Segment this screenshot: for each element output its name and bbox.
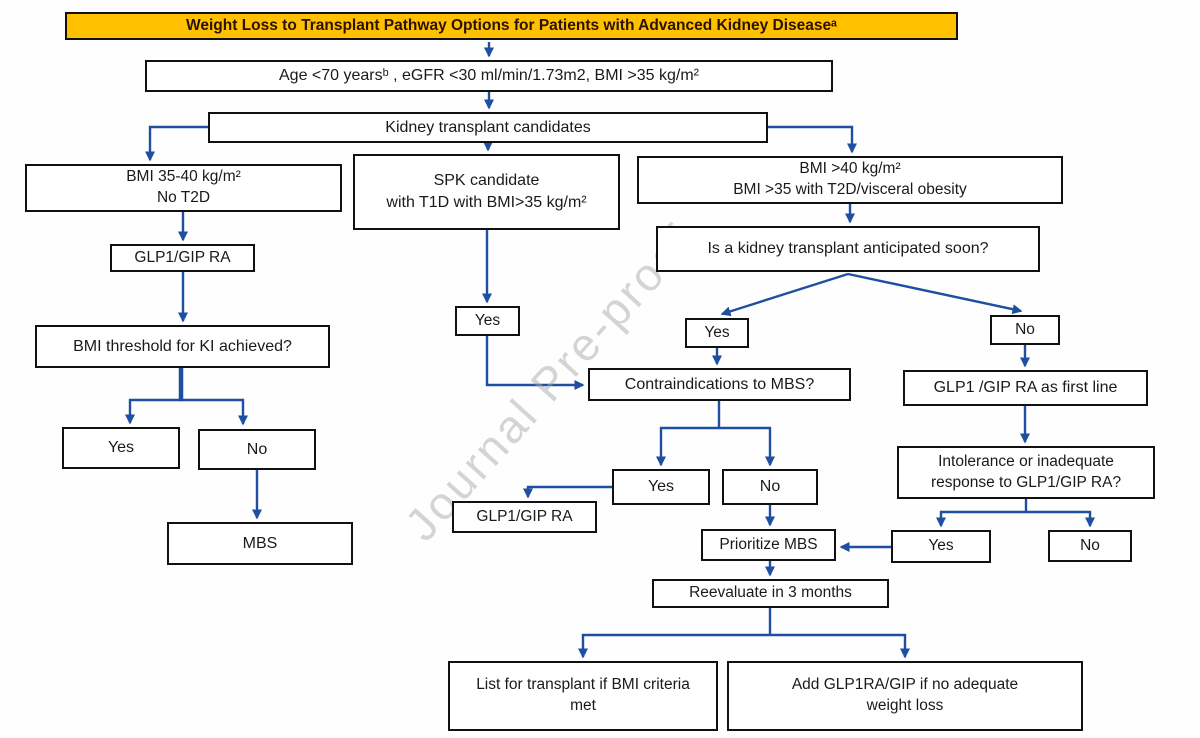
node-yes-bmi-threshold: Yes (62, 427, 180, 469)
node-label-line1: Intolerance or inadequate (938, 452, 1114, 470)
node-label: Age <70 yearsᵇ , eGFR <30 ml/min/1.73m2,… (279, 67, 699, 85)
node-label-line1: List for transplant if BMI criteria (476, 676, 690, 694)
node-label-line2: response to GLP1/GIP RA? (930, 473, 1122, 491)
node-label: Yes (928, 537, 954, 555)
node-label-line1: BMI 35-40 kg/m² (126, 168, 241, 186)
node-label: MBS (242, 534, 278, 552)
node-label: Kidney transplant candidates (385, 118, 591, 136)
node-bmi-35-40-no-t2d: BMI 35-40 kg/m² No T2D (25, 164, 342, 212)
node-label-line2: No T2D (156, 189, 211, 206)
node-no-bmi-threshold: No (198, 429, 316, 470)
node-no-contraindications: No (722, 469, 818, 505)
node-prioritize-mbs: Prioritize MBS (701, 529, 836, 561)
node-eligibility-criteria: Age <70 yearsᵇ , eGFR <30 ml/min/1.73m2,… (145, 60, 833, 92)
node-label-line2: met (570, 697, 596, 714)
node-reevaluate-3-months: Reevaluate in 3 months (652, 579, 889, 608)
node-spk-candidate: SPK candidate with T1D with BMI>35 kg/m² (353, 154, 620, 230)
node-label: No (1080, 536, 1100, 554)
node-label: Yes (704, 323, 730, 341)
node-yes-spk: Yes (455, 306, 520, 336)
node-no-transplant-soon: No (990, 315, 1060, 345)
node-label: No (759, 478, 781, 496)
node-label: Reevaluate in 3 months (689, 584, 852, 602)
node-contraindications-question: Contraindications to MBS? (588, 368, 851, 401)
node-bmi-over-40: BMI >40 kg/m² BMI >35 with T2D/visceral … (637, 156, 1063, 204)
node-label-line2: with T1D with BMI>35 kg/m² (386, 194, 587, 211)
node-label-line1: BMI >40 kg/m² (799, 160, 901, 178)
node-list-for-transplant: List for transplant if BMI criteria met (448, 661, 718, 731)
node-yes-intolerance: Yes (891, 530, 991, 563)
node-transplant-anticipated-question: Is a kidney transplant anticipated soon? (656, 226, 1040, 272)
node-label: No (1015, 320, 1035, 338)
node-no-intolerance: No (1048, 530, 1132, 562)
node-label: Contraindications to MBS? (624, 375, 815, 393)
node-label-line2: weight loss (866, 697, 944, 714)
node-label: No (246, 440, 268, 458)
node-glp1-first-line: GLP1 /GIP RA as first line (903, 370, 1148, 406)
node-label: GLP1/GIP RA (476, 507, 573, 525)
node-yes-transplant-soon: Yes (685, 318, 749, 348)
node-yes-contraindications: Yes (612, 469, 710, 505)
node-bmi-threshold-question: BMI threshold for KI achieved? (35, 325, 330, 368)
node-kidney-transplant-candidates: Kidney transplant candidates (208, 112, 768, 143)
node-label: Yes (474, 311, 501, 329)
flowchart-title-text: Weight Loss to Transplant Pathway Option… (186, 16, 837, 34)
node-label: Prioritize MBS (719, 535, 818, 553)
node-mbs: MBS (167, 522, 353, 565)
node-add-glp1ra-gip: Add GLP1RA/GIP if no adequate weight los… (727, 661, 1083, 731)
node-intolerance-question: Intolerance or inadequate response to GL… (897, 446, 1155, 499)
node-label: GLP1/GIP RA (134, 248, 231, 266)
node-glp1-gip-ra-left: GLP1/GIP RA (110, 244, 255, 272)
flowchart-title-banner: Weight Loss to Transplant Pathway Option… (65, 12, 958, 40)
node-label-line2: BMI >35 with T2D/visceral obesity (733, 181, 967, 198)
node-label: Is a kidney transplant anticipated soon? (707, 240, 989, 258)
node-label-line1: SPK candidate (433, 172, 540, 190)
node-label: GLP1 /GIP RA as first line (933, 379, 1118, 397)
node-label-line1: Add GLP1RA/GIP if no adequate (791, 676, 1019, 694)
node-label: Yes (647, 478, 675, 496)
node-label: Yes (107, 439, 135, 457)
node-label: BMI threshold for KI achieved? (73, 337, 292, 355)
node-glp1-gip-ra-mid: GLP1/GIP RA (452, 501, 597, 533)
